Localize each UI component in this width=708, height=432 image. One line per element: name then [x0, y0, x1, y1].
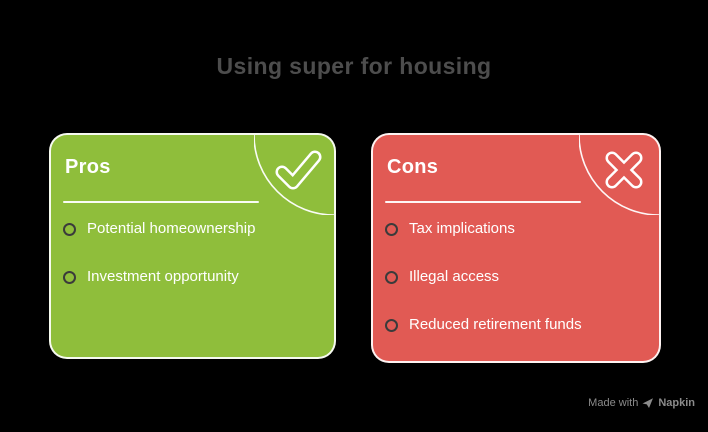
cross-icon	[605, 151, 643, 189]
pros-item: Potential homeownership	[63, 205, 326, 253]
bullet-circle-icon	[385, 270, 398, 284]
check-icon	[275, 150, 322, 190]
napkin-logo-icon	[642, 398, 654, 408]
pros-item-label: Investment opportunity	[87, 267, 239, 285]
cons-item-label: Reduced retirement funds	[409, 315, 582, 333]
pros-item: Investment opportunity	[63, 253, 326, 301]
bullet-circle-icon	[385, 318, 398, 332]
diagram-title: Using super for housing	[216, 53, 492, 79]
pros-heading: Pros	[65, 156, 111, 178]
corner-arc	[579, 135, 659, 215]
cons-heading: Cons	[387, 156, 439, 178]
cons-item: Illegal access	[385, 253, 651, 301]
cons-item-label: Tax implications	[409, 219, 515, 237]
cons-item-label: Illegal access	[409, 267, 500, 285]
pros-card: Pros Potential homeownership Investment …	[49, 133, 336, 359]
watermark: Made with Napkin	[588, 397, 695, 409]
bullet-circle-icon	[63, 222, 76, 236]
bullet-circle-icon	[385, 222, 398, 236]
pros-divider	[63, 201, 259, 203]
cons-card: Cons Tax implications Illegal access Red…	[371, 133, 661, 363]
cons-item: Tax implications	[385, 205, 651, 253]
cons-item: Reduced retirement funds	[385, 301, 651, 349]
corner-arc	[254, 135, 334, 215]
watermark-brand: Napkin	[658, 397, 695, 409]
cons-divider	[385, 201, 581, 203]
cons-list: Tax implications Illegal access Reduced …	[385, 205, 651, 349]
bullet-circle-icon	[63, 270, 76, 284]
pros-item-label: Potential homeownership	[87, 219, 256, 237]
pros-list: Potential homeownership Investment oppor…	[63, 205, 326, 301]
watermark-prefix: Made with	[588, 397, 639, 409]
